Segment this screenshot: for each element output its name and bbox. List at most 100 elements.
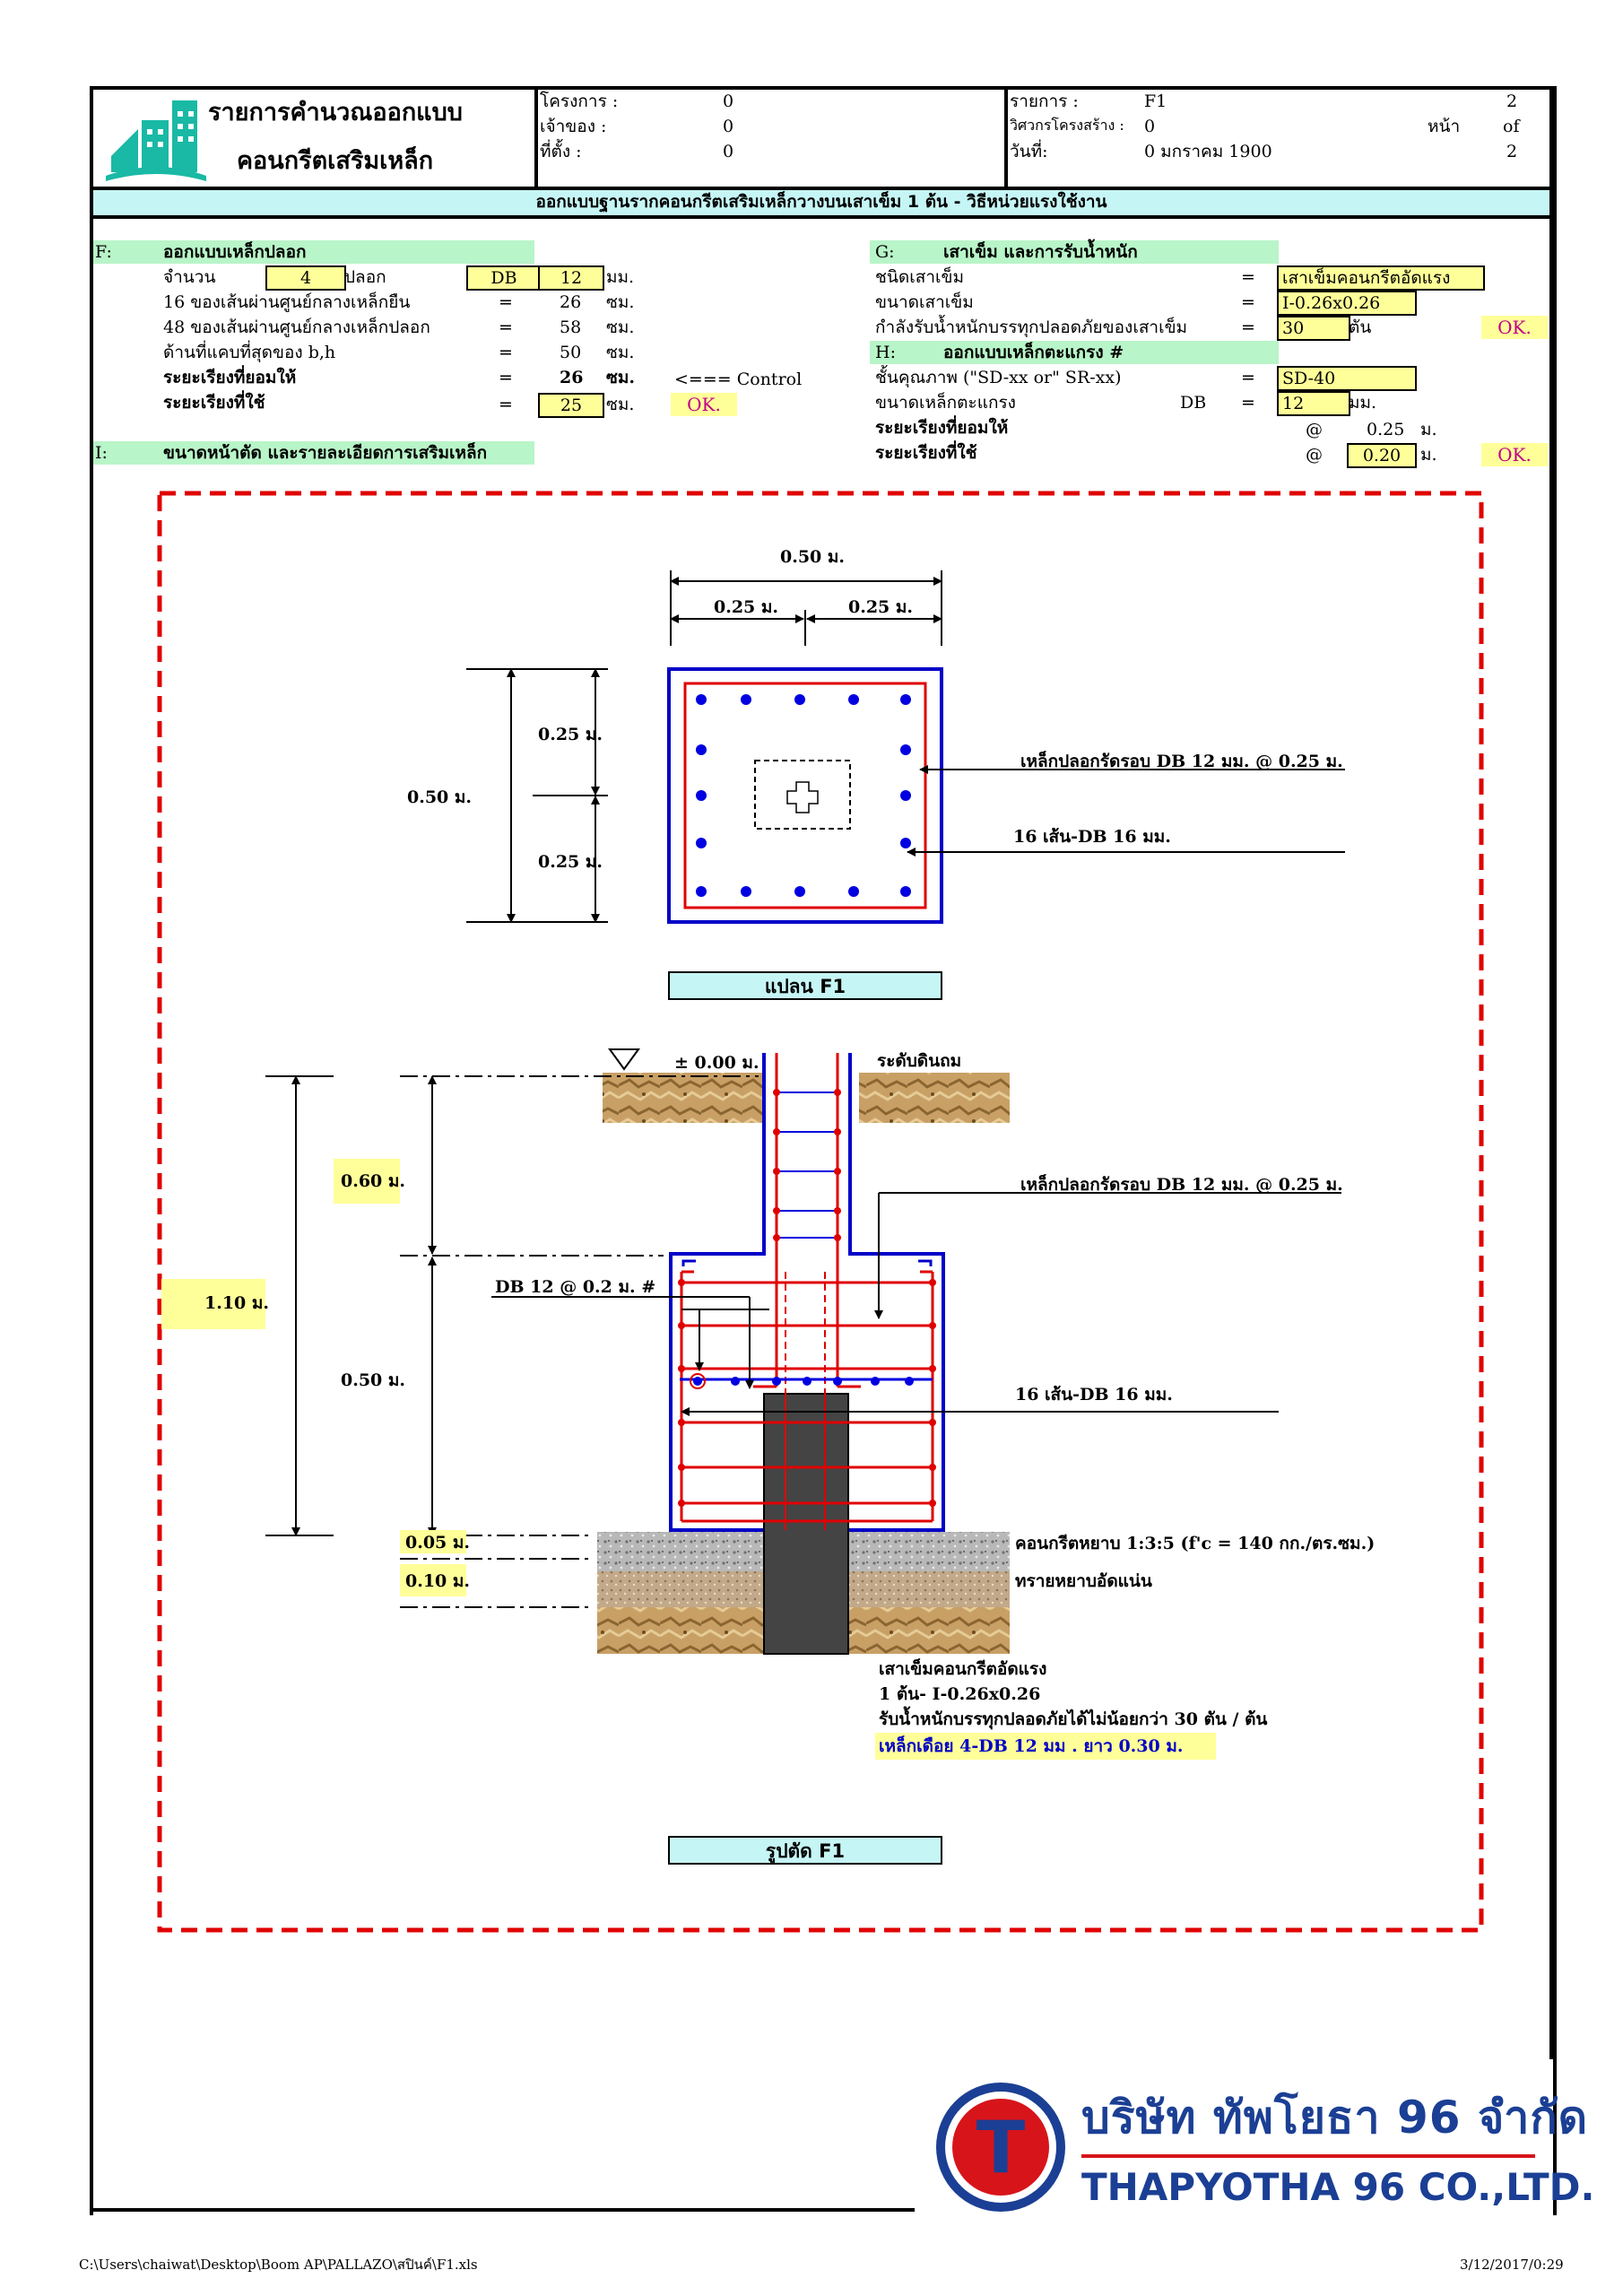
- f-row4-label: ระยะเรียงที่ยอมให้: [163, 368, 297, 387]
- plan-note-main: 16 เส้น-DB 16 มม.: [1013, 827, 1171, 847]
- frame-right-top: [1549, 86, 1553, 2059]
- tie-dot: [678, 1500, 685, 1507]
- page-number: 2: [1506, 91, 1518, 111]
- location-label: ที่ตั้ง :: [540, 142, 582, 161]
- plan-dim-half-left: 0.25 ม.: [714, 597, 779, 617]
- mesh-dot: [693, 1377, 702, 1386]
- rebar-dot: [900, 744, 911, 755]
- h-row3-at: @: [1306, 420, 1323, 439]
- rebar-dot: [696, 790, 707, 801]
- dim-060-bg: [334, 1159, 400, 1204]
- f-row2-value: 58: [560, 317, 582, 337]
- of-label: of: [1503, 117, 1520, 136]
- h-row2-value: 12: [1277, 391, 1350, 416]
- tie-dot: [929, 1322, 936, 1329]
- section-g-title: เสาเข็ม และการรับน้ำหนัก: [943, 242, 1138, 262]
- g-row3-label: กำลังรับน้ำหนักบรรทุกปลอดภัยของเสาเข็ม: [875, 317, 1188, 337]
- f-row4-unit: ซม.: [606, 368, 636, 387]
- section-g-code: G:: [875, 242, 895, 262]
- section-f-title: ออกแบบเหล็กปลอก: [163, 242, 307, 262]
- f-row4-value: 26: [560, 368, 584, 387]
- dim-060: 0.60 ม.: [341, 1171, 406, 1191]
- f-row5-value: 25: [538, 393, 604, 418]
- project-label: โครงการ :: [540, 91, 619, 111]
- plan-dim-half-bottom: 0.25 ม.: [538, 852, 603, 872]
- company-logo-letter: T: [976, 2106, 1026, 2189]
- f-row1-unit: ซม.: [606, 292, 635, 312]
- rebar-dot: [848, 694, 859, 705]
- h-row3-label: ระยะเรียงที่ยอมให้: [875, 418, 1009, 438]
- h-row4-label: ระยะเรียงที่ใช้: [875, 443, 977, 463]
- g-row3-ok: OK.: [1481, 316, 1548, 339]
- section-note-main: 16 เส้น-DB 16 มม.: [1015, 1385, 1173, 1405]
- tie-dot: [678, 1419, 685, 1426]
- tie-dot: [834, 1207, 841, 1214]
- page-frame: [90, 86, 1557, 2215]
- h-row4-at: @: [1306, 445, 1323, 465]
- f-row4-note: <=== Control: [674, 370, 803, 389]
- h-row2-eq: =: [1241, 393, 1255, 413]
- plan-dim-total-w: 0.50 ม.: [780, 547, 846, 567]
- plan-dim-half-top: 0.25 ม.: [538, 725, 603, 744]
- g-row3-unit: ตัน: [1349, 317, 1372, 337]
- section-i-title: ขนาดหน้าตัด และรายละเอียดการเสริมเหล็ก: [163, 443, 488, 463]
- f-row2-label: 48 ของเส้นผ่านศูนย์กลางเหล็กปลอก: [163, 317, 430, 337]
- dim-010: 0.10 ม.: [405, 1571, 471, 1591]
- company-logo-icon: T: [936, 2083, 1065, 2212]
- plan-view: [466, 570, 1345, 1000]
- footing-ties: [678, 1279, 936, 1507]
- tie-dot: [929, 1464, 936, 1471]
- h-row1-value: SD-40: [1277, 366, 1417, 391]
- rebar-dot: [900, 790, 911, 801]
- f-bar-type: DB: [466, 265, 542, 291]
- dim-005: 0.05 ม.: [405, 1533, 471, 1552]
- g-row3-value: 30: [1277, 316, 1350, 341]
- f-row1-eq: =: [499, 292, 513, 312]
- tie-dot: [773, 1207, 780, 1214]
- f-row3-unit: ซม.: [606, 343, 635, 362]
- g-row2-eq: =: [1241, 292, 1255, 312]
- mesh-dot: [803, 1377, 812, 1386]
- header-divider: [90, 187, 1553, 190]
- section-caption: รูปตัด F1: [765, 1840, 846, 1862]
- f-bar-unit: มม.: [606, 267, 635, 287]
- g-row3-eq: =: [1241, 317, 1255, 337]
- company-divider: [1081, 2154, 1535, 2158]
- h-row2-label: ขนาดเหล็กตะแกรง: [875, 393, 1016, 413]
- h-row4-value: 0.20: [1347, 443, 1417, 468]
- section-f-header: [93, 240, 534, 264]
- f-bar-size: 12: [538, 265, 604, 291]
- dim-110: 1.10 ม.: [204, 1293, 270, 1313]
- rebar-dot: [848, 886, 859, 897]
- date-value: 0 มกราคม 1900: [1144, 142, 1272, 161]
- tie-dot: [773, 1089, 780, 1096]
- plan-dim-half-right: 0.25 ม.: [848, 597, 914, 617]
- f-row5-unit: ซม.: [606, 395, 635, 414]
- note-sand: ทรายหยาบอัดแน่น: [1015, 1571, 1152, 1591]
- rebar-dot: [900, 694, 911, 705]
- tie-dot: [773, 1128, 780, 1135]
- f-row5-ok: OK.: [671, 393, 737, 416]
- pile-line4-bg: [875, 1733, 1216, 1760]
- project-value: 0: [723, 91, 734, 111]
- tie-dot: [929, 1279, 936, 1286]
- tie-dot: [929, 1365, 936, 1372]
- mesh-dot: [871, 1377, 880, 1386]
- page-total: 2: [1506, 142, 1518, 161]
- tie-dot: [678, 1464, 685, 1471]
- f-qty-value: 4: [265, 265, 346, 291]
- f-row3-label: ด้านที่แคบที่สุดของ b,h: [163, 343, 336, 362]
- pedestal-ties: [773, 1089, 841, 1241]
- h-row1-label: ชั้นคุณภาพ ("SD-xx or" SR-xx): [875, 368, 1122, 387]
- f-row1-value: 26: [560, 292, 582, 312]
- h-row4-ok: OK.: [1481, 443, 1548, 466]
- section-i-header: [93, 441, 534, 465]
- rebar-dot: [696, 838, 707, 848]
- dim-010-bg: [400, 1564, 466, 1596]
- g-row1-eq: =: [1241, 267, 1255, 287]
- tie-dot: [834, 1234, 841, 1241]
- section-h-title: ออกแบบเหล็กตะแกรง #: [943, 343, 1124, 362]
- banner-divider: [90, 215, 1553, 219]
- footer-timestamp: 3/12/2017/0:29: [1460, 2257, 1564, 2273]
- pile-line2: 1 ต้น- I-0.26x0.26: [879, 1684, 1041, 1704]
